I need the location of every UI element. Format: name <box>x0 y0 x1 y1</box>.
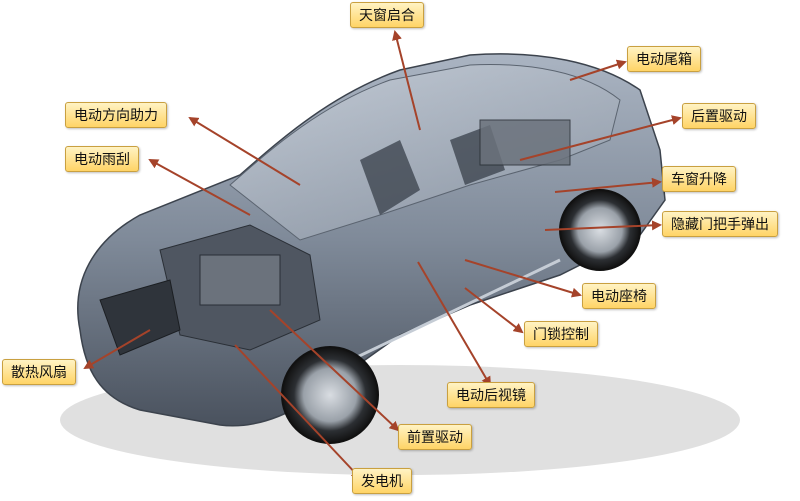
seat-front <box>360 140 420 215</box>
label-front-drive: 前置驱动 <box>398 424 472 450</box>
arrow-door-lock <box>464 287 524 334</box>
arrow-power-seat <box>464 259 582 298</box>
arrow-sunroof <box>392 30 421 131</box>
label-door-lock: 门锁控制 <box>524 321 598 347</box>
arrow-cooling-fan <box>83 329 151 370</box>
label-power-trunk: 电动尾箱 <box>627 46 701 72</box>
engine-block <box>199 254 281 306</box>
label-power-seat: 电动座椅 <box>582 283 656 309</box>
label-power-steering: 电动方向助力 <box>65 102 167 128</box>
label-hidden-handle: 隐藏门把手弹出 <box>662 211 778 237</box>
car-glass <box>229 64 621 241</box>
arrow-power-mirror <box>417 261 492 387</box>
arrow-power-wiper <box>148 159 251 216</box>
arrow-power-trunk <box>569 59 627 81</box>
arrow-power-steering <box>188 116 301 186</box>
front-grille <box>99 279 181 356</box>
label-rear-drive: 后置驱动 <box>682 103 756 129</box>
arrow-front-drive <box>269 309 400 432</box>
label-power-mirror: 电动后视镜 <box>447 382 535 408</box>
label-power-wiper: 电动雨刮 <box>65 146 139 172</box>
label-sunroof: 天窗启合 <box>350 2 424 28</box>
arrow-rear-drive <box>519 115 682 161</box>
rear-drive-unit <box>479 119 571 166</box>
arrow-hidden-handle <box>544 220 662 231</box>
label-cooling-fan: 散热风扇 <box>2 359 76 385</box>
label-generator: 发电机 <box>352 468 412 494</box>
front-wheel <box>281 346 379 444</box>
arrow-window-lift <box>554 177 662 193</box>
arrow-generator <box>234 344 362 480</box>
label-window-lift: 车窗升降 <box>662 166 736 192</box>
rear-wheel <box>559 189 641 271</box>
side-line <box>329 258 561 372</box>
